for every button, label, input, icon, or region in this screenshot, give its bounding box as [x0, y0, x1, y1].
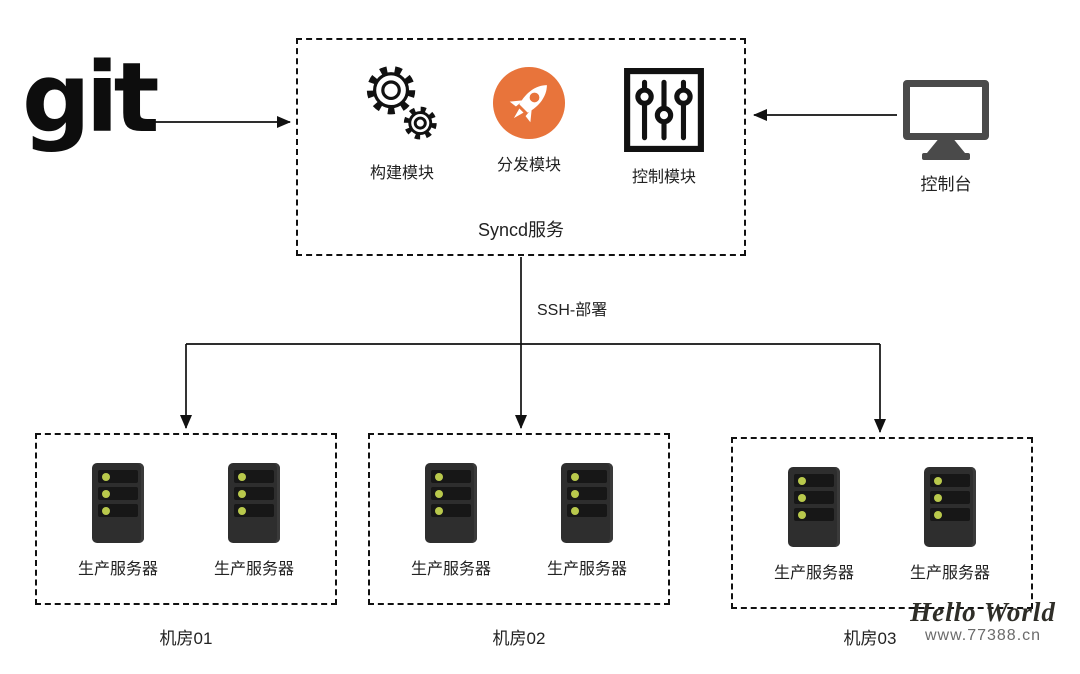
server-led — [102, 489, 110, 498]
server-slot — [234, 470, 274, 483]
server-led — [934, 493, 942, 502]
datacenter-box-01: 生产服务器 生产服务器 — [35, 433, 337, 605]
gears-icon — [366, 66, 437, 140]
module-deploy-label: 分发模块 — [496, 157, 561, 174]
server-label: 生产服务器 — [773, 565, 854, 582]
server-slot — [234, 504, 274, 517]
server-slot — [567, 470, 607, 483]
server-unit: 生产服务器 — [198, 463, 310, 603]
server-slot — [930, 474, 970, 487]
watermark: Hello World www.77388.cn — [890, 598, 1076, 645]
server-label: 生产服务器 — [909, 565, 990, 582]
server-led — [435, 506, 443, 515]
server-slot — [98, 470, 138, 483]
console-label: 控制台 — [920, 175, 972, 194]
monitor-icon — [896, 80, 996, 160]
datacenter-box-03: 生产服务器 生产服务器 — [731, 437, 1033, 609]
server-rack-icon — [425, 463, 477, 543]
server-led — [571, 472, 579, 481]
module-deploy: 分发模块 — [469, 66, 589, 175]
server-slot — [98, 487, 138, 500]
module-build-label: 构建模块 — [369, 165, 434, 182]
server-led — [571, 506, 579, 515]
server-slot — [431, 487, 471, 500]
server-led — [934, 510, 942, 519]
server-unit: 生产服务器 — [62, 463, 174, 603]
server-led — [435, 472, 443, 481]
console-unit: 控制台 — [896, 80, 996, 195]
server-unit: 生产服务器 — [531, 463, 643, 603]
syncd-box-title: Syncd服务 — [477, 220, 565, 240]
server-slot — [930, 491, 970, 504]
server-slot — [794, 491, 834, 504]
server-led — [798, 493, 806, 502]
server-label: 生产服务器 — [546, 561, 627, 578]
datacenter-label-01: 机房01 — [159, 629, 213, 648]
server-slot — [431, 504, 471, 517]
module-control-label: 控制模块 — [631, 169, 696, 186]
server-led — [102, 506, 110, 515]
server-slot — [794, 508, 834, 521]
server-rack-icon — [788, 467, 840, 547]
server-led — [798, 510, 806, 519]
server-rack-icon — [924, 467, 976, 547]
git-logo: git — [22, 42, 159, 154]
server-slot — [234, 487, 274, 500]
server-label: 生产服务器 — [77, 561, 158, 578]
server-led — [238, 506, 246, 515]
syncd-service-box: 构建模块 分发模块 — [296, 38, 746, 256]
module-control: 控制模块 — [604, 68, 724, 187]
watermark-url: www.77388.cn — [924, 627, 1042, 645]
server-led — [571, 489, 579, 498]
rocket-icon — [492, 66, 566, 140]
monitor-stand — [927, 140, 965, 153]
sliders-icon — [624, 68, 704, 152]
server-slot — [794, 474, 834, 487]
datacenter-label-03: 机房03 — [843, 629, 897, 648]
server-slot — [431, 470, 471, 483]
server-slot — [567, 504, 607, 517]
server-label: 生产服务器 — [213, 561, 294, 578]
server-rack-icon — [92, 463, 144, 543]
monitor-screen — [903, 80, 989, 140]
server-slot — [567, 487, 607, 500]
ssh-deploy-label: SSH-部署 — [537, 302, 608, 319]
watermark-title: Hello World — [910, 597, 1056, 627]
server-slot — [98, 504, 138, 517]
datacenter-box-02: 生产服务器 生产服务器 — [368, 433, 670, 605]
server-led — [238, 472, 246, 481]
server-unit: 生产服务器 — [758, 467, 870, 607]
server-unit: 生产服务器 — [894, 467, 1006, 607]
server-slot — [930, 508, 970, 521]
monitor-base — [922, 153, 970, 160]
server-label: 生产服务器 — [410, 561, 491, 578]
datacenter-label-02: 机房02 — [492, 629, 546, 648]
server-rack-icon — [228, 463, 280, 543]
server-led — [102, 472, 110, 481]
server-led — [798, 476, 806, 485]
server-unit: 生产服务器 — [395, 463, 507, 603]
server-led — [238, 489, 246, 498]
server-rack-icon — [561, 463, 613, 543]
server-led — [934, 476, 942, 485]
module-build: 构建模块 — [342, 58, 462, 183]
server-led — [435, 489, 443, 498]
